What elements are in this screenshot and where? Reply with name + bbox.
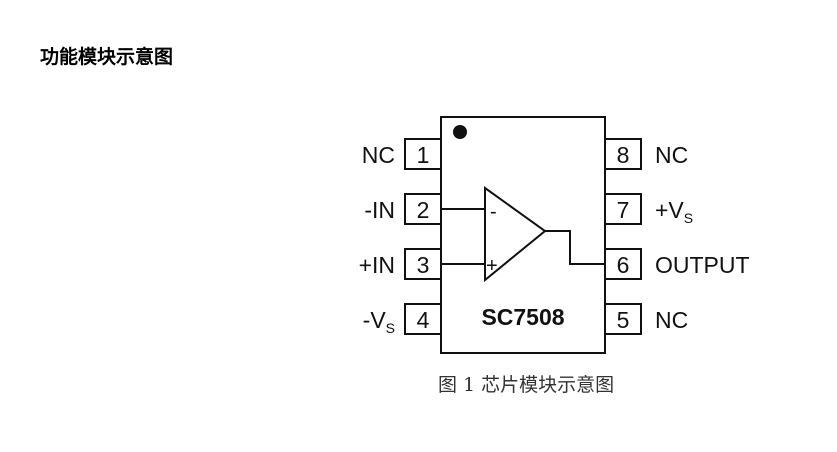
part-number: SC7508 bbox=[481, 304, 564, 330]
pin-2: 2 -IN bbox=[364, 193, 442, 225]
section-heading: 功能模块示意图 bbox=[40, 46, 174, 68]
pin-6: 6 OUTPUT bbox=[604, 248, 750, 280]
pin-4: 4 -VS bbox=[363, 303, 442, 336]
pin-5-label: NC bbox=[655, 307, 688, 333]
pin-3-number: 3 bbox=[417, 252, 430, 278]
pin-3-label: +IN bbox=[359, 252, 395, 278]
pin-6-box bbox=[604, 248, 642, 280]
opamp-minus-sign: - bbox=[490, 201, 497, 223]
opamp-triangle bbox=[484, 186, 547, 283]
pin-1: 1 NC bbox=[362, 138, 442, 170]
pin-4-box bbox=[404, 303, 442, 335]
pin-8-label: NC bbox=[655, 142, 688, 168]
pin-1-label: NC bbox=[362, 142, 395, 168]
pin-7: 7 +VS bbox=[604, 193, 693, 226]
pin-4-number: 4 bbox=[417, 307, 430, 333]
opamp-plus-sign: + bbox=[486, 255, 498, 277]
wire-output bbox=[545, 230, 605, 265]
pin-1-number: 1 bbox=[417, 142, 430, 168]
pin-6-label: OUTPUT bbox=[655, 252, 750, 278]
pin-5-box bbox=[604, 303, 642, 335]
pin-7-label: +VS bbox=[655, 197, 693, 226]
pin-2-number: 2 bbox=[417, 197, 430, 223]
pin1-indicator-dot bbox=[453, 125, 467, 139]
pin-6-number: 6 bbox=[617, 252, 630, 278]
pin-8-box bbox=[604, 138, 642, 170]
pin-5: 5 NC bbox=[604, 303, 688, 335]
figure-caption: 图 1 芯片模块示意图 bbox=[438, 374, 615, 396]
pin-5-number: 5 bbox=[617, 307, 630, 333]
pin-8: 8 NC bbox=[604, 138, 688, 170]
pin-1-box bbox=[404, 138, 442, 170]
pin-4-label: -VS bbox=[363, 307, 395, 336]
pin-8-number: 8 bbox=[617, 142, 630, 168]
pin-2-label: -IN bbox=[364, 197, 395, 223]
pin-7-box bbox=[604, 193, 642, 225]
pin-7-number: 7 bbox=[617, 197, 630, 223]
pin-3: 3 +IN bbox=[359, 248, 442, 280]
